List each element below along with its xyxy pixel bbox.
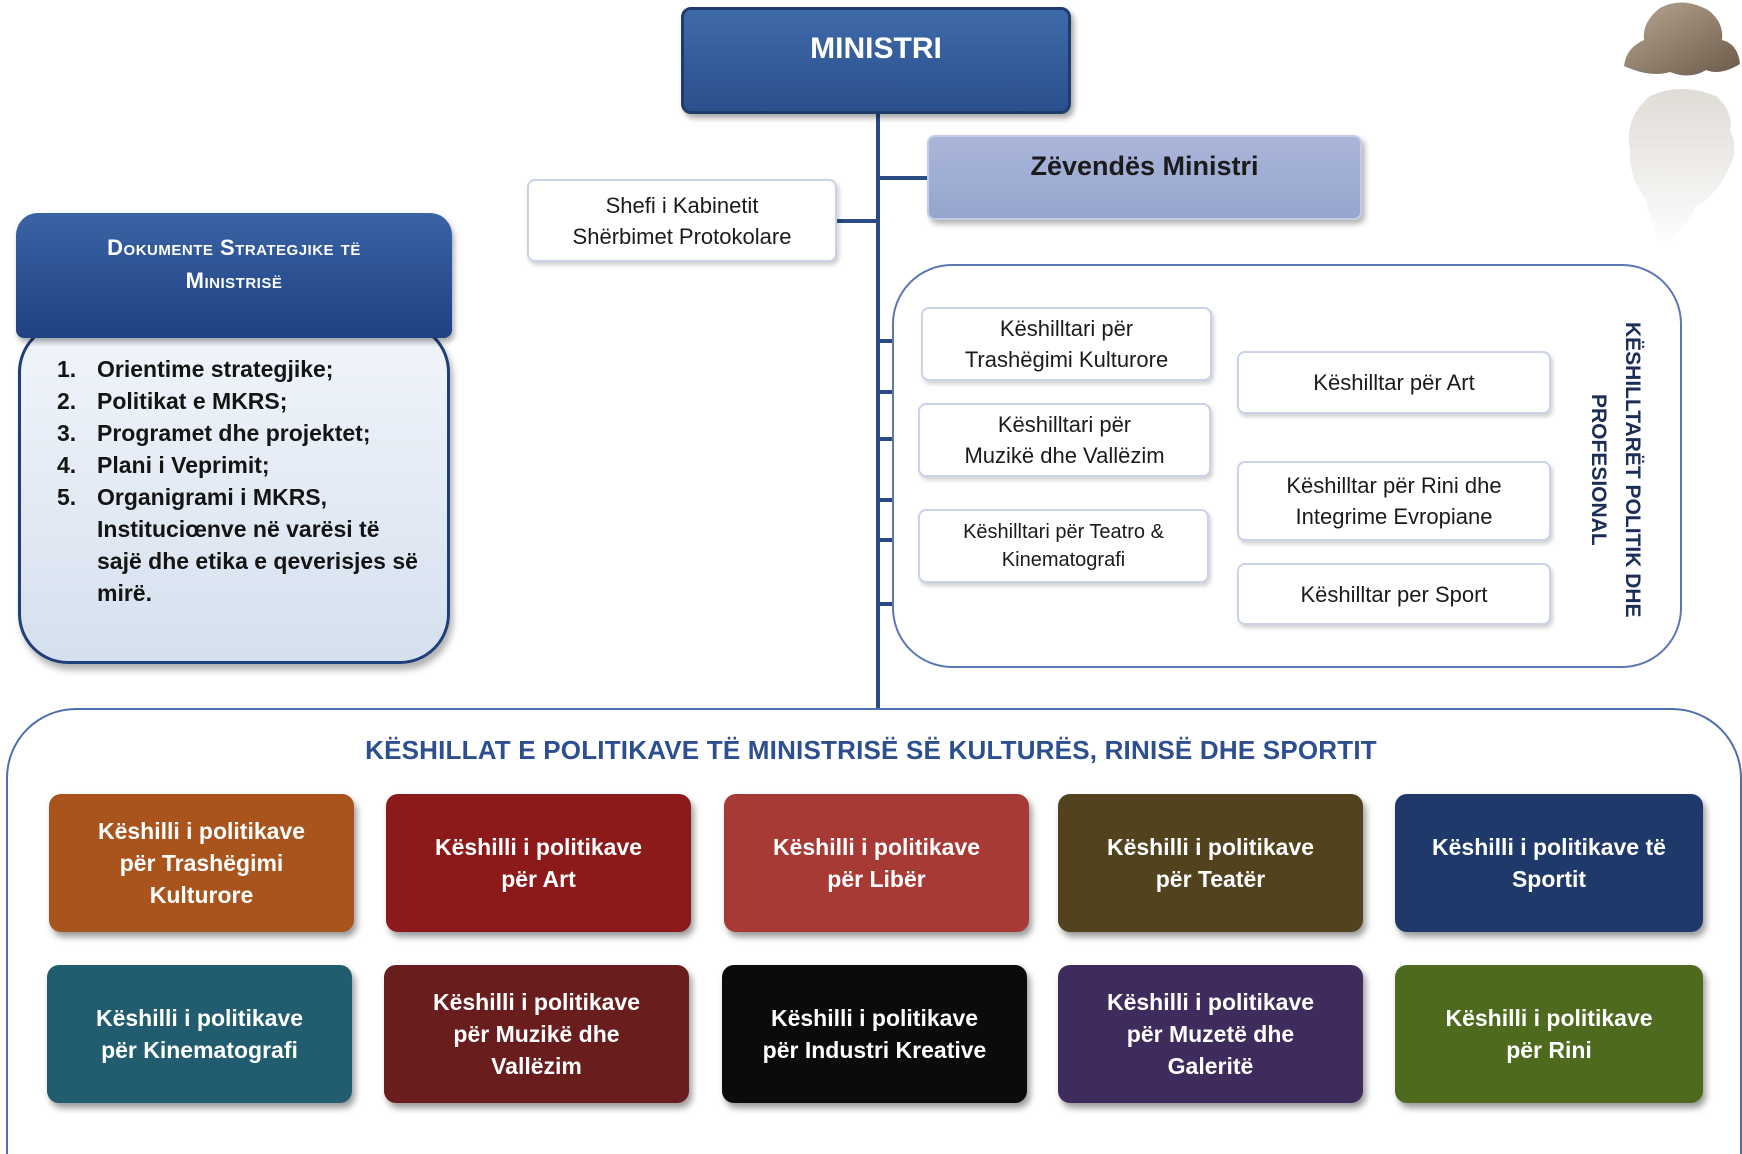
advisor-art-label: Këshilltar për Art bbox=[1313, 370, 1475, 395]
chief-line1: Shefi i Kabinetit bbox=[605, 192, 759, 218]
advisor-sport-label: Këshilltar per Sport bbox=[1300, 581, 1488, 607]
strategic-documents-header: Dokumente Strategjike të Ministrisë bbox=[16, 213, 452, 338]
council-art: Këshilli i politikave për Art bbox=[386, 794, 691, 932]
chief-line2: Shërbimet Protokolare bbox=[572, 223, 792, 249]
advisor-theatre-line2: Kinematografi bbox=[1001, 549, 1126, 571]
advisor-sport-box: Këshilltar per Sport bbox=[1237, 563, 1551, 625]
strategic-documents-title-line2: Ministrisë bbox=[185, 268, 283, 293]
council-theatre: Këshilli i politikave për Teatër bbox=[1058, 794, 1363, 932]
advisors-group-label: KËSHILLTARËT POLITIK DHE PROFESIONAL bbox=[1570, 305, 1660, 635]
list-item: 4.Plani i Veprimit; bbox=[57, 452, 270, 478]
minister-label: MINISTRI bbox=[810, 32, 942, 65]
advisor-heritage-line2: Trashëgimi Kulturore bbox=[964, 347, 1169, 372]
council-youth: Këshilli i politikave për Rini bbox=[1395, 965, 1703, 1103]
council-creative-industry: Këshilli i politikave për Industri Kreat… bbox=[722, 965, 1027, 1103]
list-item: 3.Programet dhe projektet; bbox=[57, 420, 371, 446]
list-item: 5.Organigrami i MKRS, Instituciœnve në v… bbox=[57, 484, 418, 606]
list-item: 2.Politikat e MKRS; bbox=[57, 388, 288, 414]
council-heritage: Këshilli i politikave për Trashëgimi Kul… bbox=[49, 794, 354, 932]
figurine-image bbox=[1624, 2, 1740, 250]
advisor-music-box: Këshilltari për Muzikë dhe Vallëzim bbox=[918, 403, 1211, 477]
strategic-documents-title-line1: Dokumente Strategjike të bbox=[107, 235, 361, 260]
strategic-documents-list: 1.Orientime strategjike; 2.Politikat e M… bbox=[57, 353, 429, 609]
advisor-heritage-line1: Këshilltari për bbox=[999, 316, 1134, 341]
advisor-youth-line1: Këshilltar për Rini dhe bbox=[1286, 473, 1502, 498]
strategic-documents-panel: 1.Orientime strategjike; 2.Politikat e M… bbox=[18, 322, 450, 664]
advisor-music-line1: Këshilltari për bbox=[997, 412, 1132, 437]
council-sport: Këshilli i politikave të Sportit bbox=[1395, 794, 1703, 932]
deputy-minister-label: Zëvendës Ministri bbox=[1030, 151, 1259, 181]
chief-of-cabinet-box: Shefi i Kabinetit Shërbimet Protokolare bbox=[527, 179, 837, 262]
advisor-heritage-box: Këshilltari për Trashëgimi Kulturore bbox=[921, 307, 1212, 381]
deputy-minister-box: Zëvendës Ministri bbox=[927, 135, 1362, 220]
minister-box: MINISTRI bbox=[681, 7, 1071, 114]
advisor-youth-box: Këshilltar për Rini dhe Integrime Evropi… bbox=[1237, 461, 1551, 541]
list-item: 1.Orientime strategjike; bbox=[57, 356, 334, 382]
council-museums: Këshilli i politikave për Muzetë dhe Gal… bbox=[1058, 965, 1363, 1103]
advisor-youth-line2: Integrime Evropiane bbox=[1295, 504, 1493, 529]
advisor-theatre-line1: Këshilltari për Teatro & bbox=[963, 521, 1164, 543]
advisors-group-label-text: KËSHILLTARËT POLITIK DHE PROFESIONAL bbox=[1587, 322, 1644, 618]
council-music-dance: Këshilli i politikave për Muzikë dhe Val… bbox=[384, 965, 689, 1103]
council-books: Këshilli i politikave për Libër bbox=[724, 794, 1029, 932]
councils-title: KËSHILLAT E POLITIKAVE TË MINISTRISË SË … bbox=[365, 735, 1377, 765]
advisor-art-box: Këshilltar për Art bbox=[1237, 351, 1551, 414]
council-cinema: Këshilli i politikave për Kinematografi bbox=[47, 965, 352, 1103]
advisor-theatre-box: Këshilltari për Teatro & Kinematografi bbox=[918, 509, 1209, 583]
advisor-music-line2: Muzikë dhe Vallëzim bbox=[964, 443, 1165, 468]
